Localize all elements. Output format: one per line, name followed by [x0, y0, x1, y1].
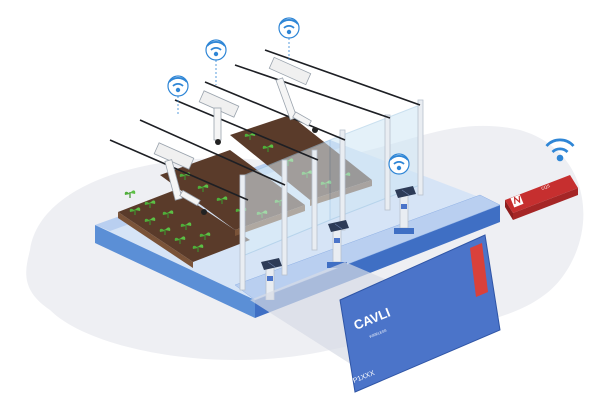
module-label: CQS — [541, 183, 551, 191]
robot-arm-1 — [153, 142, 207, 215]
wifi-icon — [205, 39, 227, 85]
robot-arm-2 — [198, 90, 240, 145]
frame-posts — [239, 99, 424, 291]
tablet-brand-sub: WIRELESS — [369, 328, 388, 339]
iot-module-icon: CQS — [505, 175, 578, 220]
wifi-icon — [388, 153, 410, 175]
tablet-icon: CAVLI WIRELESS P1XXX — [339, 234, 501, 393]
wifi-icon — [167, 75, 189, 116]
robot-arm-3 — [268, 56, 318, 133]
gantry-rails — [109, 49, 421, 201]
wifi-icon — [278, 17, 300, 60]
wifi-icon — [545, 138, 575, 162]
